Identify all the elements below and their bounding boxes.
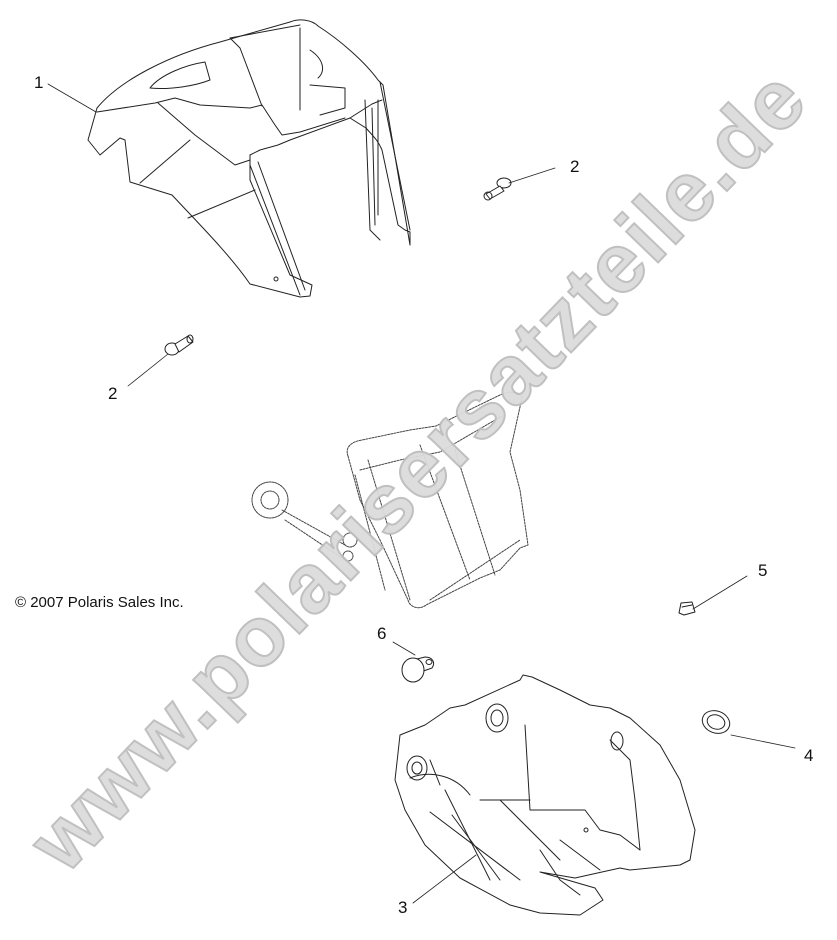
callout-2-left[interactable]: 2 [108, 384, 118, 403]
callout-5[interactable]: 5 [758, 561, 768, 580]
part-3-lower-housing[interactable] [394, 674, 696, 916]
part-4-ring[interactable] [699, 707, 733, 737]
headlight-adjuster-gear[interactable] [251, 481, 358, 562]
callout-3[interactable]: 3 [398, 898, 408, 917]
callout-2-upper[interactable]: 2 [570, 157, 580, 176]
part-6-seal[interactable] [401, 656, 435, 683]
part-2-screw-left[interactable] [164, 334, 194, 356]
headlight-assembly[interactable] [281, 391, 529, 609]
callout-4[interactable]: 4 [804, 746, 814, 765]
callout-1[interactable]: 1 [34, 73, 44, 92]
part-5-clip[interactable] [678, 601, 696, 616]
part-2-screw-upper[interactable] [483, 177, 512, 201]
copyright-notice: © 2007 Polaris Sales Inc. [15, 594, 184, 611]
callout-6[interactable]: 6 [377, 624, 387, 643]
part-1-upper-cover[interactable] [87, 19, 411, 298]
